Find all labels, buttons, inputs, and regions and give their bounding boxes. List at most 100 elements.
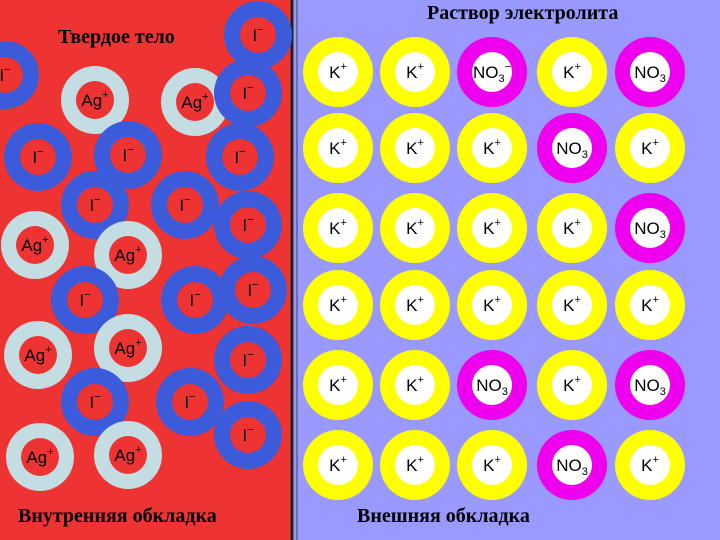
iodide-ion-label: I− — [242, 424, 253, 445]
silver-ion-core — [176, 83, 214, 121]
potassium-ion-label: K+ — [563, 61, 581, 82]
ion-charge: − — [239, 146, 245, 158]
potassium-ion: K+ — [457, 430, 527, 500]
ion-charge: − — [37, 146, 43, 158]
ion-symbol: K — [563, 219, 575, 238]
iodide-ion-label: I− — [242, 349, 253, 370]
ion-charge: + — [42, 234, 48, 246]
potassium-ion-core — [395, 285, 435, 325]
iodide-ion-label: I− — [0, 64, 11, 85]
potassium-ion: K+ — [303, 350, 373, 420]
iodide-ion-label: I− — [252, 24, 263, 45]
iodide-ion: I− — [206, 123, 274, 191]
ion-symbol: NO — [634, 63, 660, 82]
silver-ion: Ag+ — [4, 321, 72, 389]
silver-ion: Ag+ — [94, 314, 162, 382]
nitrate-ion-label: NO3 — [556, 456, 588, 478]
ion-symbol: K — [406, 376, 418, 395]
ion-charge: − — [247, 214, 253, 226]
ion-symbol: I — [247, 281, 252, 300]
potassium-ion: K+ — [457, 270, 527, 340]
potassium-ion-core — [395, 128, 435, 168]
potassium-ion: K+ — [380, 113, 450, 183]
ion-symbol: K — [483, 456, 495, 475]
iodide-ion: I− — [214, 59, 282, 127]
ion-charge: + — [417, 217, 423, 229]
iodide-ion-label: I− — [247, 279, 258, 300]
ion-symbol: K — [641, 296, 653, 315]
ion-subscript: 3 — [502, 386, 508, 398]
ion-symbol: K — [483, 296, 495, 315]
iodide-ion-core — [230, 342, 266, 378]
ion-charge: + — [340, 137, 346, 149]
iodide-ion-core — [230, 75, 266, 111]
iodide-ion: I− — [224, 1, 292, 69]
ion-symbol: NO — [556, 139, 582, 158]
ion-symbol: Ag — [81, 91, 102, 110]
potassium-ion-label: K+ — [483, 294, 501, 315]
ion-symbol: NO — [556, 456, 582, 475]
iodide-ion-core — [67, 282, 103, 318]
potassium-ion: K+ — [537, 193, 607, 263]
ion-symbol: I — [189, 291, 194, 310]
silver-ion-core — [21, 438, 59, 476]
ion-charge: + — [417, 294, 423, 306]
silver-ion-core — [109, 436, 147, 474]
silver-ion-label: Ag+ — [114, 244, 141, 265]
ion-symbol: K — [406, 63, 418, 82]
ion-symbol: NO — [473, 63, 499, 82]
nitrate-ion-core — [630, 208, 670, 248]
iodide-ion-core — [230, 207, 266, 243]
ion-symbol: I — [252, 26, 257, 45]
ion-charge: − — [4, 64, 10, 76]
ion-symbol: K — [329, 139, 341, 158]
potassium-ion-label: K+ — [329, 454, 347, 475]
ion-subscript: 3 — [660, 73, 666, 85]
nitrate-ion-label: NO3 — [634, 63, 666, 85]
ion-charge: + — [135, 244, 141, 256]
ion-charge: + — [652, 454, 658, 466]
ion-symbol: Ag — [114, 446, 135, 465]
ion-symbol: K — [641, 456, 653, 475]
potassium-ion: K+ — [303, 193, 373, 263]
ion-symbol: NO — [476, 376, 502, 395]
potassium-ion: K+ — [457, 193, 527, 263]
iodide-ion-label: I− — [242, 82, 253, 103]
iodide-ion: I− — [94, 121, 162, 189]
potassium-ion-label: K+ — [406, 374, 424, 395]
ion-charge: + — [340, 454, 346, 466]
ion-charge: + — [417, 374, 423, 386]
iodide-ion-label: I− — [79, 289, 90, 310]
potassium-ion-label: K+ — [563, 374, 581, 395]
silver-ion: Ag+ — [94, 421, 162, 489]
ion-symbol: K — [483, 219, 495, 238]
iodide-ion: I− — [161, 266, 229, 334]
potassium-ion-core — [630, 285, 670, 325]
potassium-ion-core — [472, 128, 512, 168]
silver-ion-label: Ag+ — [114, 444, 141, 465]
nitrate-ion: NO3 — [615, 37, 685, 107]
potassium-ion-core — [472, 445, 512, 485]
ion-charge: + — [494, 137, 500, 149]
silver-ion-label: Ag+ — [181, 91, 208, 112]
silver-ion-core — [109, 329, 147, 367]
potassium-ion-core — [552, 365, 592, 405]
silver-ion-label: Ag+ — [114, 337, 141, 358]
iodide-ion-label: I− — [242, 214, 253, 235]
ion-symbol: K — [563, 376, 575, 395]
ion-charge: − — [94, 391, 100, 403]
ion-charge: + — [494, 217, 500, 229]
iodide-ion-core — [240, 17, 276, 53]
potassium-ion-core — [395, 52, 435, 92]
potassium-ion-label: K+ — [641, 137, 659, 158]
solid-phase-title: Твердое тело — [58, 26, 175, 48]
ion-charge: − — [184, 194, 190, 206]
inner-plate-label: Внутренняя обкладка — [18, 505, 217, 527]
ion-charge: + — [202, 91, 208, 103]
iodide-ion: I− — [214, 191, 282, 259]
iodide-ion-label: I− — [179, 194, 190, 215]
potassium-ion-label: K+ — [329, 137, 347, 158]
nitrate-ion: NO3 — [457, 350, 527, 420]
potassium-ion: K+ — [537, 270, 607, 340]
ion-charge: + — [340, 217, 346, 229]
